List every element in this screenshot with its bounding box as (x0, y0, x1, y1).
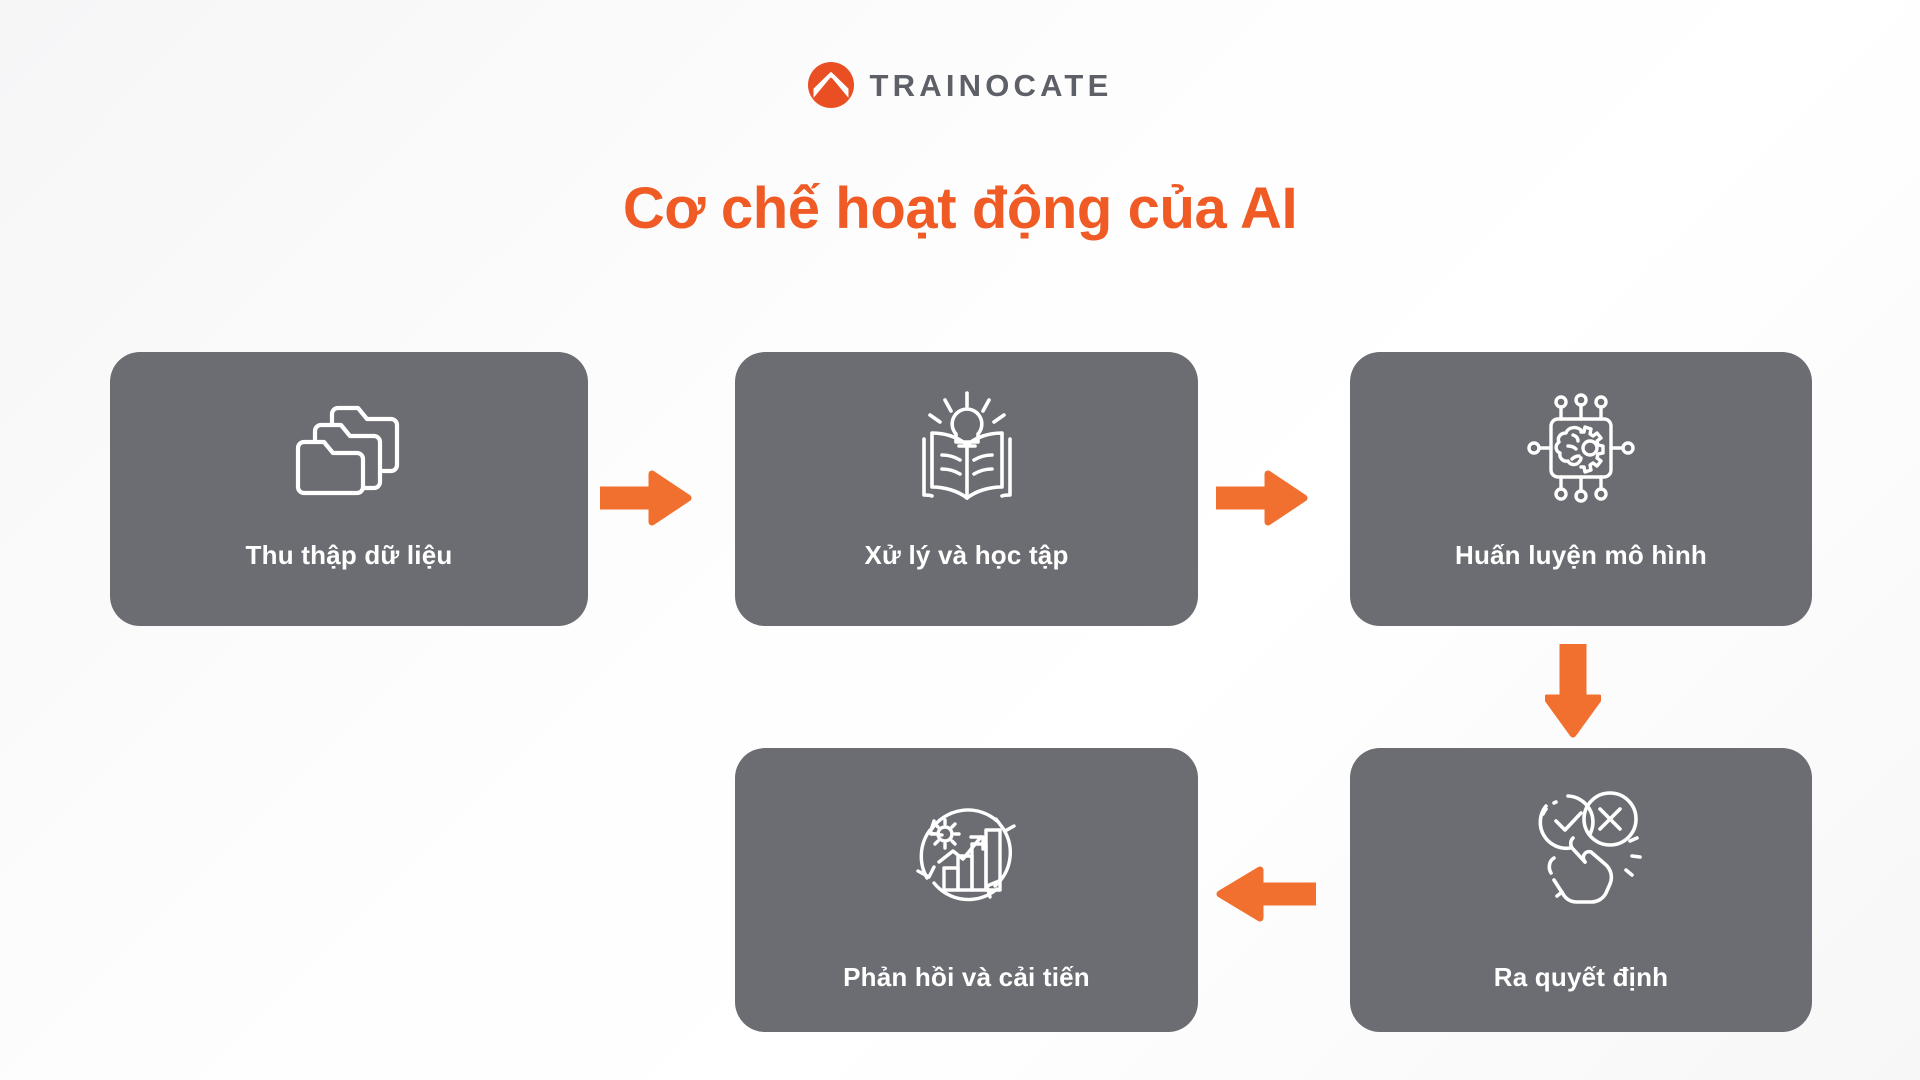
trainocate-mountain-logo-icon (807, 62, 854, 108)
decision-hand-check-cross-icon (1516, 784, 1646, 920)
connector-arrow-down (1545, 644, 1601, 740)
connector-arrow-right-1 (600, 470, 692, 526)
step-card-ra-quyet-dinh[interactable]: Ra quyết định (1350, 748, 1812, 1032)
connector-arrow-right-2 (1216, 470, 1308, 526)
connector-arrow-left (1212, 866, 1316, 922)
feedback-cycle-chart-gear-icon (901, 784, 1033, 920)
step-card-thu-thap-du-lieu[interactable]: Thu thập dữ liệu (110, 352, 588, 626)
step-card-label: Xử lý và học tập (864, 540, 1069, 570)
folders-icon (290, 384, 408, 512)
ai-chip-brain-gear-icon (1518, 384, 1644, 512)
step-card-phan-hoi-va-cai-tien[interactable]: Phản hồi và cải tiến (735, 748, 1198, 1032)
step-card-label: Phản hồi và cải tiến (843, 962, 1090, 992)
step-card-label: Thu thập dữ liệu (245, 540, 453, 570)
book-lightbulb-icon (904, 384, 1030, 512)
page-title: Cơ chế hoạt động của AI (622, 176, 1298, 241)
step-card-xu-ly-va-hoc-tap[interactable]: Xử lý và học tập (735, 352, 1198, 626)
brand-logo: TRAINOCATE (0, 62, 1920, 108)
brand-wordmark: TRAINOCATE (869, 67, 1113, 103)
step-card-huan-luyen-mo-hinh[interactable]: Huấn luyện mô hình (1350, 352, 1812, 626)
step-card-label: Huấn luyện mô hình (1454, 540, 1708, 570)
step-card-label: Ra quyết định (1493, 962, 1669, 992)
